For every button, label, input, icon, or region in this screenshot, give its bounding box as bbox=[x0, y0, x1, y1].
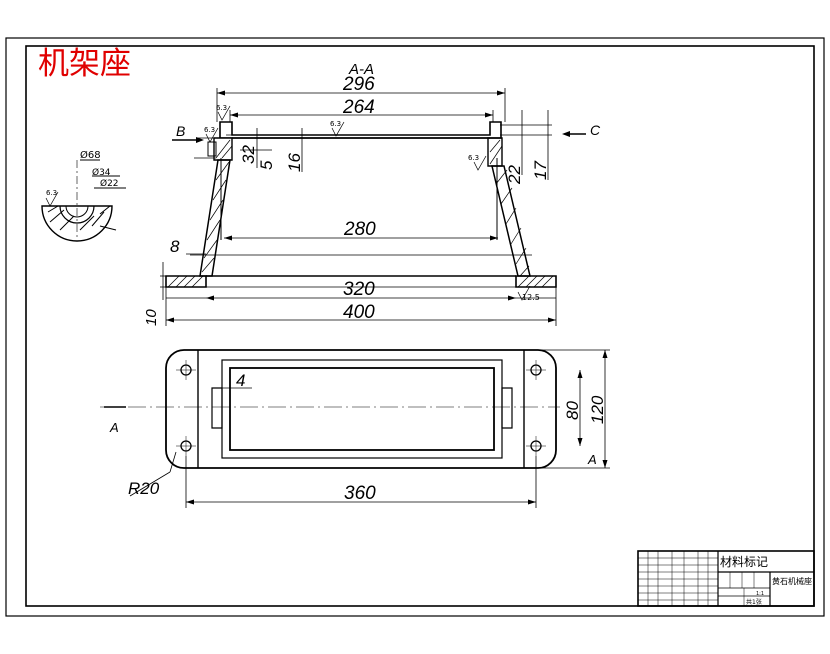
inner-frame bbox=[229, 367, 495, 451]
scale-ratio: 1:1 bbox=[756, 591, 764, 597]
left-wall bbox=[199, 159, 231, 277]
roughness-6-3-a: 6.3 bbox=[216, 104, 227, 112]
right-boss-top bbox=[501, 387, 513, 429]
roughness-12-5: 12.5 bbox=[522, 293, 540, 302]
section-dimensions bbox=[160, 88, 557, 326]
top-view bbox=[100, 349, 560, 469]
top-plate bbox=[219, 121, 502, 139]
detail-roughness: 6.3 bbox=[46, 189, 57, 197]
detail-phi34: Ø34 bbox=[92, 167, 111, 178]
base-outline bbox=[165, 349, 557, 469]
dim-264: 264 bbox=[342, 97, 375, 118]
roughness-6-3-b: 6.3 bbox=[330, 120, 341, 128]
dim-32: 32 bbox=[239, 145, 258, 164]
dim-400: 400 bbox=[343, 302, 375, 323]
drawing-title: 机架座 bbox=[38, 46, 131, 82]
detail-view bbox=[41, 159, 126, 242]
dim-16: 16 bbox=[285, 153, 304, 172]
view-marker-b: B bbox=[176, 123, 185, 139]
left-boss-top bbox=[211, 387, 223, 429]
dim-280: 280 bbox=[343, 219, 376, 240]
view-marker-a-right: A bbox=[587, 452, 597, 467]
inner-border bbox=[25, 45, 815, 607]
dim-17: 17 bbox=[531, 161, 550, 180]
top-arrowheads bbox=[186, 350, 608, 505]
top-view-dimensions bbox=[129, 349, 610, 508]
dim-296: 296 bbox=[342, 74, 375, 95]
arrowheads bbox=[166, 90, 556, 323]
view-marker-c: C bbox=[590, 122, 601, 138]
dim-8: 8 bbox=[170, 237, 180, 256]
roughness-6-3-d: 6.3 bbox=[468, 154, 479, 162]
dim-5: 5 bbox=[257, 160, 276, 170]
dim-22: 22 bbox=[505, 165, 524, 185]
section-label: A-A bbox=[348, 61, 374, 78]
dim-4: 4 bbox=[236, 371, 245, 390]
detail-phi22: Ø22 bbox=[100, 178, 119, 189]
sheet-count: 共1张 bbox=[746, 598, 762, 606]
detail-phi68: Ø68 bbox=[80, 149, 101, 161]
dim-80: 80 bbox=[563, 401, 582, 420]
view-marker-a-left: A bbox=[109, 420, 119, 435]
dim-10: 10 bbox=[143, 309, 160, 326]
inner-frame-outer bbox=[221, 359, 503, 459]
dim-r20: R20 bbox=[128, 479, 160, 498]
material-mark: 材料标记 bbox=[720, 555, 768, 569]
part-name: 黄石机械座 bbox=[772, 576, 812, 586]
dim-120: 120 bbox=[588, 395, 607, 424]
hatching bbox=[167, 139, 554, 288]
roughness-symbols bbox=[205, 105, 531, 301]
dim-360: 360 bbox=[344, 483, 376, 504]
dim-320: 320 bbox=[343, 279, 375, 300]
title-block bbox=[637, 550, 815, 607]
roughness-6-3-c: 6.3 bbox=[204, 126, 215, 134]
outer-border bbox=[5, 37, 825, 617]
